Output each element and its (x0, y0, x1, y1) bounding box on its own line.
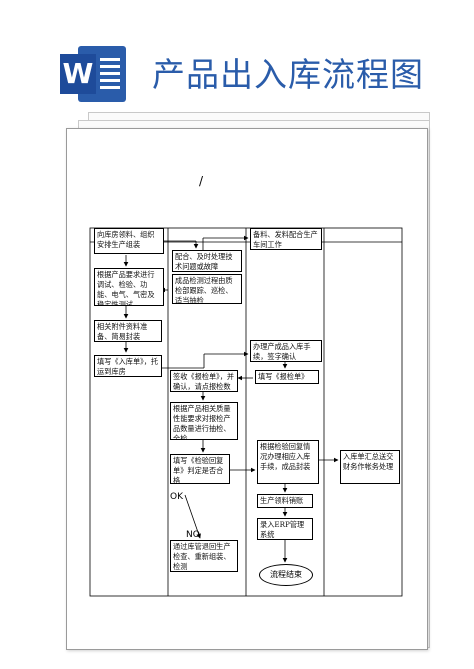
step-return-rework: 通过库管退回生产检查、重新组装、检测 (170, 540, 238, 572)
step-inspection-form: 填写《报检单》 (255, 370, 319, 384)
page-mark: / (199, 174, 204, 188)
step-package: 相关附件资料准备、简易封装 (94, 320, 162, 342)
word-logo: W (60, 42, 130, 106)
step-handle-result: 根据检验回复情况办理相应入库手续，成品封装 (257, 440, 319, 484)
step-assemble: 向库房领料、组织安排生产组装 (94, 228, 164, 254)
no-label: NO (186, 530, 200, 540)
step-inspection-reply: 填写《检验回复单》判定是否合格 (170, 454, 230, 484)
step-tech-support: 配合、及时处理技术问题或故障 (172, 250, 242, 272)
step-inbound-form: 填写《入库单》，托运到库房 (94, 355, 162, 377)
page-title: 产品出入库流程图 (152, 55, 424, 94)
document-page (66, 128, 428, 650)
step-qc-tracking: 成品检测过程由质检部跟踪、巡检、适当抽检 (172, 274, 242, 304)
step-finance-summary: 入库单汇总送交财务作帐务处理 (340, 450, 400, 484)
step-test: 根据产品要求进行调试、检验、功能、电气、气密及稳定性测试 (94, 268, 164, 306)
word-letter-icon: W (60, 54, 96, 94)
step-sign-inspection: 签收《报检单》，并确认，请点报检数量 (170, 370, 238, 392)
step-sample-inspect: 根据产品相关质量性能要求对报检产品数量进行抽检、全检 (170, 402, 238, 440)
end-terminator: 流程结束 (259, 564, 313, 586)
ok-label: OK (170, 492, 183, 502)
step-inbound-procedure: 办理产成品入库手续，签字确认 (250, 340, 322, 362)
step-erp-entry: 录入ERP管理系统 (257, 518, 313, 540)
step-material-prep: 备料、发料配合生产车间工作 (250, 228, 322, 250)
step-material-writeoff: 生产领料销账 (257, 494, 313, 508)
